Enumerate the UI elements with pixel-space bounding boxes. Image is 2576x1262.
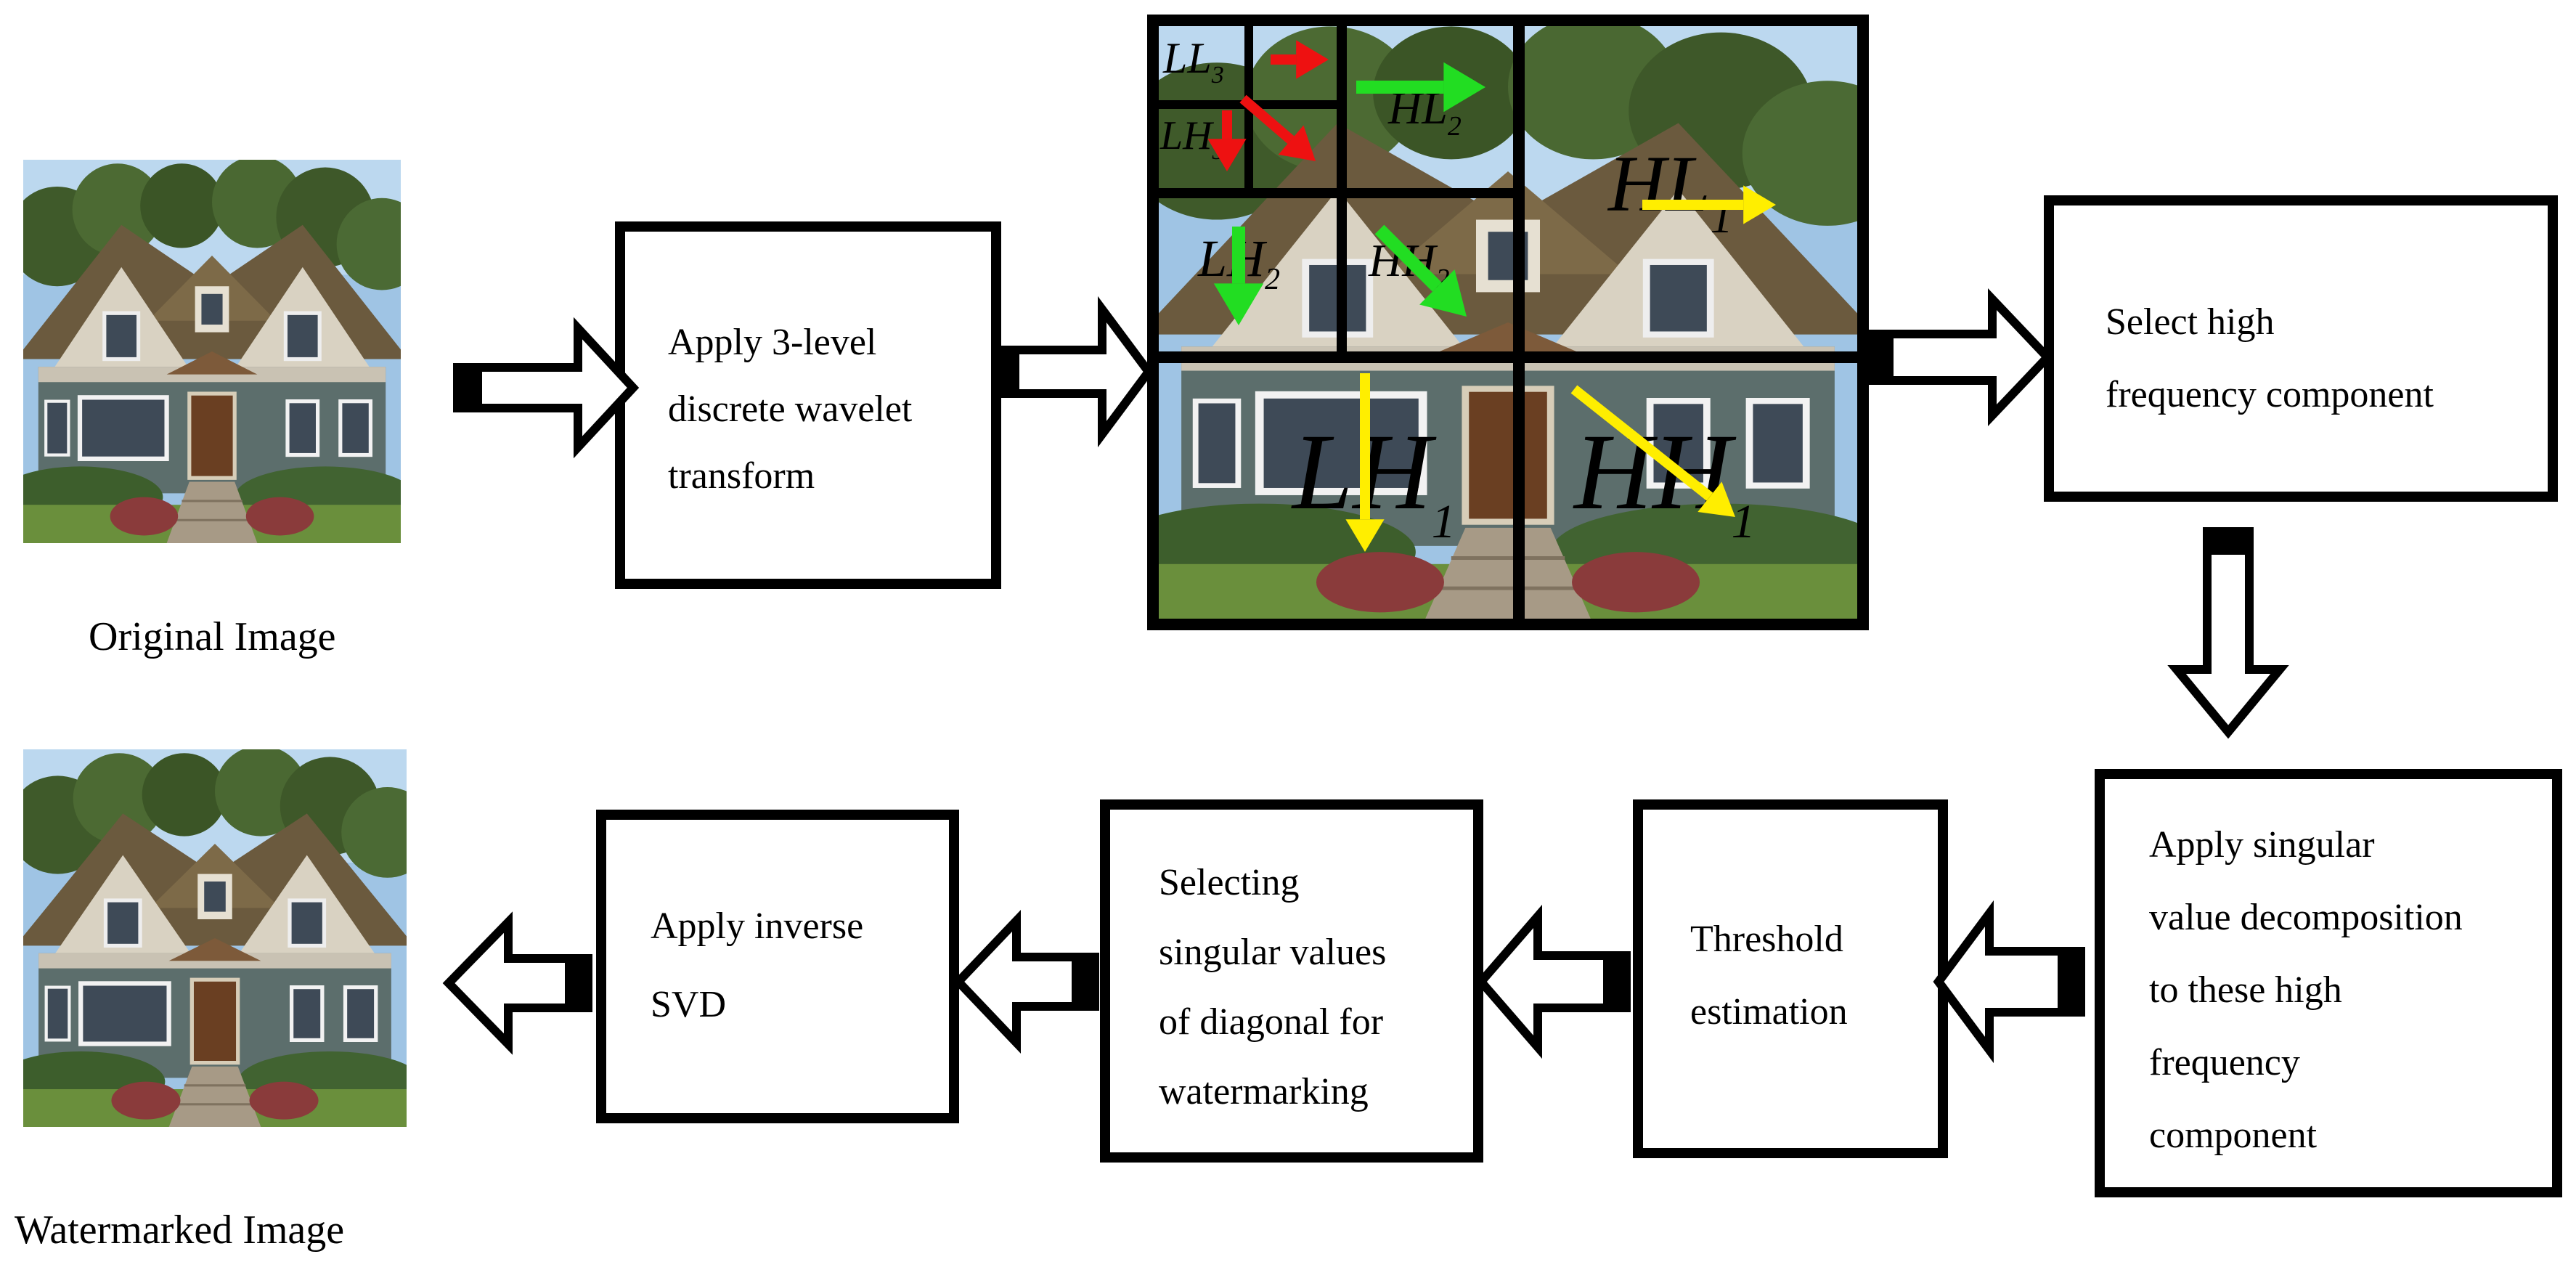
step-box-threshold: Threshold estimation bbox=[1633, 799, 1948, 1158]
hollow-block-arrow-icon bbox=[453, 317, 640, 459]
subband-label-ll3: LL3 bbox=[1162, 34, 1224, 89]
original-image bbox=[0, 156, 427, 543]
level1-arrow-down-icon bbox=[1345, 373, 1385, 552]
svg-text:HH1: HH1 bbox=[1573, 412, 1756, 548]
level2-arrow-diagonal-icon bbox=[1374, 224, 1467, 317]
svg-text:Select high frequency co: Select high frequency component bbox=[2106, 301, 2434, 415]
svg-text:Apply singular value dec: Apply singular value decomposition to th… bbox=[2149, 824, 2472, 1156]
svg-text:Apply 3-level discrete w: Apply 3-level discrete wavelet transform bbox=[668, 322, 921, 497]
level3-arrow-down-icon bbox=[1207, 110, 1247, 171]
step-box-select-high-frequency: Select high frequency component bbox=[2044, 195, 2558, 502]
watermarked-image bbox=[0, 746, 433, 1127]
svg-text:HL1: HL1 bbox=[1607, 139, 1733, 243]
svg-text:LL3: LL3 bbox=[1162, 34, 1224, 89]
level2-arrow-right-icon bbox=[1356, 62, 1485, 113]
step-box-dwt: Apply 3-level discrete wavelet transform bbox=[615, 221, 1001, 589]
svg-text:Threshold estimation: Threshold estimation bbox=[1690, 919, 1853, 1033]
level1-arrow-right-icon bbox=[1642, 185, 1776, 224]
hollow-block-arrow-icon bbox=[442, 911, 592, 1055]
hollow-block-arrow-icon bbox=[952, 910, 1099, 1054]
subband-label-hl1: HL1 bbox=[1607, 139, 1733, 243]
subband-grid bbox=[1147, 15, 1869, 630]
subband-label-hh1: HH1 bbox=[1573, 412, 1756, 548]
svg-text:Apply inverse SVD: Apply inverse SVD bbox=[651, 905, 873, 1025]
dwt-decomposition-panel: LL3 LH3 HL2 LH2 HH2 HL1 LH1 HH1 bbox=[1147, 15, 1869, 630]
level3-arrow-right-icon bbox=[1271, 40, 1329, 79]
level2-arrow-down-icon bbox=[1213, 227, 1264, 325]
watermarked-image-caption: Watermarked Image bbox=[15, 1208, 344, 1253]
step-box-inverse-svd: Apply inverse SVD bbox=[596, 810, 959, 1123]
hollow-block-arrow-icon bbox=[1864, 288, 2054, 427]
hollow-block-arrow-icon bbox=[1475, 904, 1631, 1059]
house-thumbnail-icon bbox=[0, 746, 433, 1127]
step-box-select-singular-values: Selecting singular values of diagonal fo… bbox=[1100, 799, 1483, 1163]
house-thumbnail-icon bbox=[0, 156, 427, 543]
original-image-caption: Original Image bbox=[89, 614, 336, 659]
hollow-block-arrow-icon bbox=[1933, 900, 2085, 1064]
hollow-block-arrow-icon bbox=[2167, 527, 2289, 739]
subband-arrows bbox=[1207, 40, 1776, 552]
step-box-svd: Apply singular value decomposition to th… bbox=[2095, 769, 2562, 1197]
level1-arrow-diagonal-icon bbox=[1570, 385, 1735, 517]
hollow-block-arrow-icon bbox=[996, 296, 1154, 448]
svg-text:Selecting singular value: Selecting singular values of diagonal fo… bbox=[1159, 862, 1395, 1112]
level3-arrow-diagonal-icon bbox=[1239, 94, 1316, 161]
